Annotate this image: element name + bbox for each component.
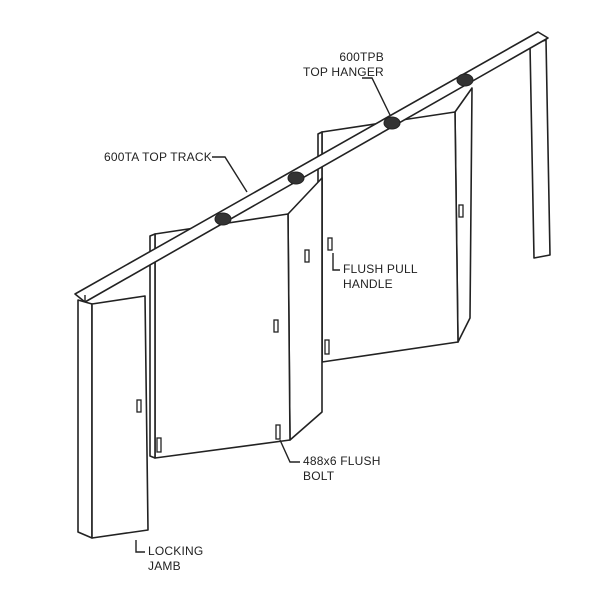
label-locking-jamb: LOCKING JAMB (148, 544, 203, 574)
handles-and-bolts (136, 204, 464, 453)
label-line: TOP HANGER (303, 65, 384, 79)
door-panel-2-edge (149, 233, 156, 459)
label-line: FLUSH PULL (343, 262, 418, 276)
leader-flush-bolt (279, 439, 300, 463)
top-hanger-icon (287, 171, 305, 185)
door-panel-1 (91, 295, 149, 539)
flush-pull-handle (327, 237, 333, 251)
label-line: HANDLE (343, 277, 393, 291)
top-hanger-icon (214, 212, 232, 226)
leader-top-track (212, 156, 248, 193)
label-top-hanger: 600TPB TOP HANGER (303, 50, 384, 80)
label-line: 600TPB (339, 50, 384, 64)
top-hanger-icon (383, 116, 401, 130)
label-line: 488x6 FLUSH (303, 454, 381, 468)
flush-bolt (156, 437, 162, 453)
label-line: LOCKING (148, 544, 204, 558)
label-flush-pull-handle: FLUSH PULL HANDLE (343, 262, 418, 292)
flush-pull-handle (273, 319, 279, 333)
flush-bolt (275, 424, 281, 440)
top-track (74, 31, 549, 303)
flush-pull-handle (136, 399, 142, 413)
leader-top-hanger (362, 77, 391, 116)
door-panel-3 (287, 177, 323, 441)
flush-pull-handle (458, 204, 464, 218)
label-flush-bolt: 488x6 FLUSH BOLT (303, 454, 381, 484)
locking-jamb (77, 299, 93, 539)
top-hanger-icon (456, 73, 474, 87)
flush-pull-handle (304, 249, 310, 263)
label-line: JAMB (148, 559, 181, 573)
label-top-track: 600TA TOP TRACK (104, 150, 212, 164)
leader-flush-pull (332, 253, 340, 271)
top-hangers (214, 73, 474, 226)
flush-bolt (324, 339, 330, 355)
right-post (529, 39, 551, 259)
leader-locking-jamb (135, 540, 145, 553)
label-line: BOLT (303, 469, 335, 483)
